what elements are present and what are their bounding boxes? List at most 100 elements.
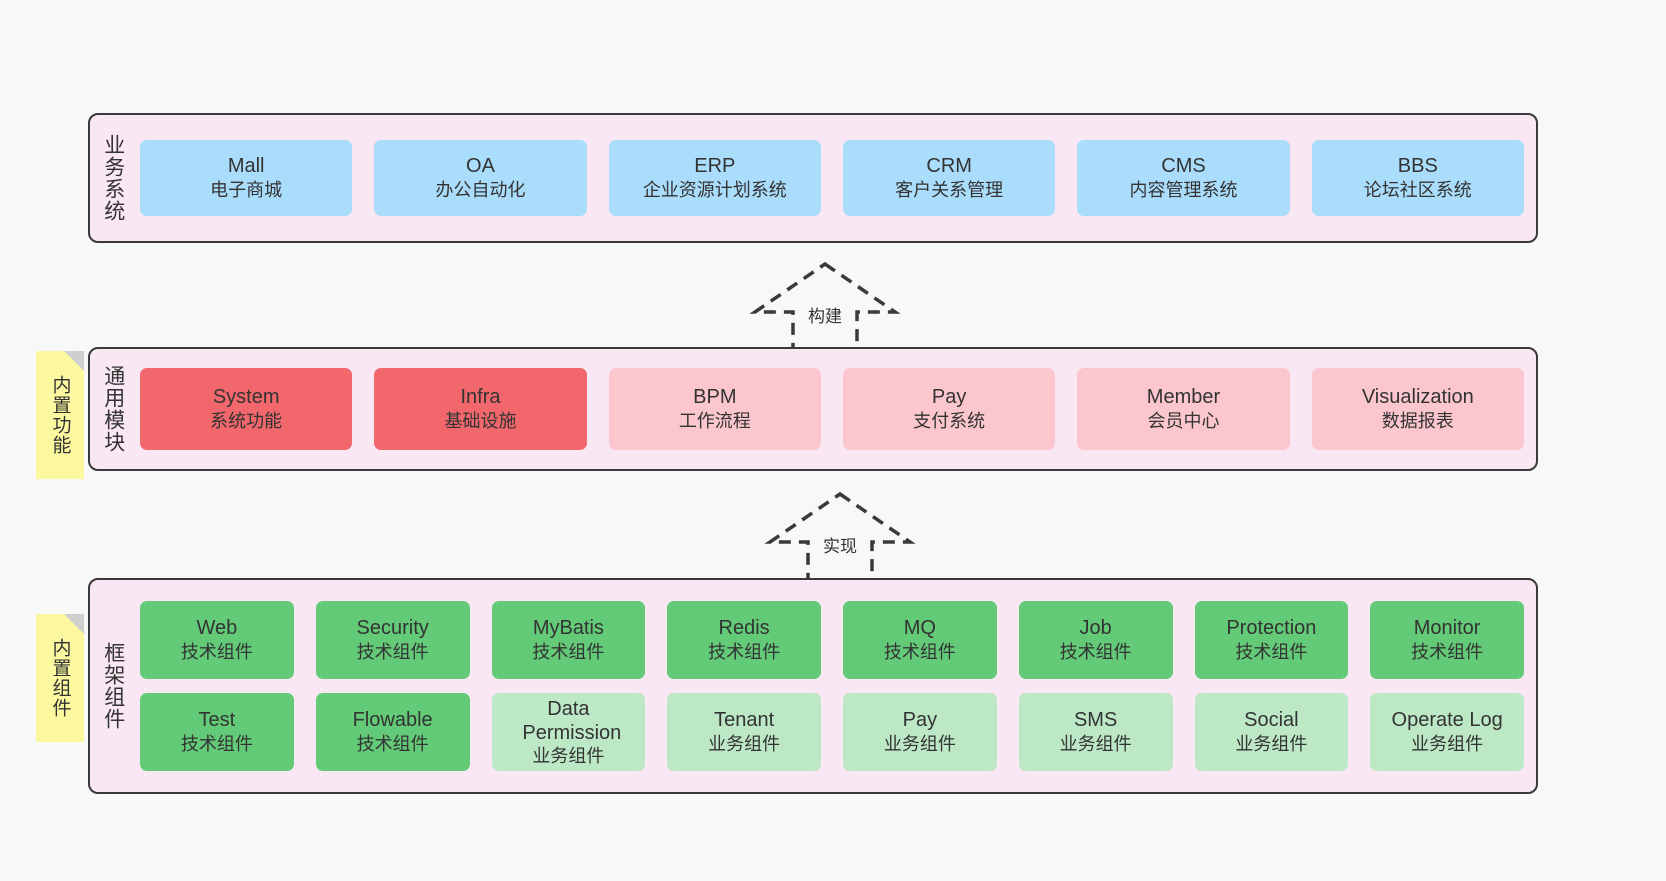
card-sms[interactable]: SMS 业务组件 (1018, 693, 1173, 771)
card-oa[interactable]: OA 办公自动化 (374, 140, 587, 216)
card-operate-log-subtitle: 业务组件 (1411, 734, 1484, 755)
card-protection-subtitle: 技术组件 (1235, 642, 1308, 663)
card-cms-subtitle: 内容管理系统 (1129, 180, 1238, 201)
card-redis-title: Redis (718, 617, 770, 640)
card-erp-title: ERP (694, 155, 736, 178)
card-operate-log[interactable]: Operate Log 业务组件 (1370, 693, 1524, 771)
card-web-title: Web (196, 617, 238, 640)
layer-business-body: Mall 电子商城 OA 办公自动化 ERP 企业资源计划系统 CRM 客户关系… (136, 115, 1536, 241)
card-redis[interactable]: Redis 技术组件 (667, 601, 821, 679)
card-crm[interactable]: CRM 客户关系管理 (842, 140, 1056, 216)
note-builtin-components: 内置组件 (36, 614, 84, 742)
framework-row-2: Test 技术组件 Flowable 技术组件 Data Permission … (140, 693, 1524, 771)
card-redis-subtitle: 技术组件 (708, 642, 781, 663)
card-member-subtitle: 会员中心 (1147, 411, 1220, 432)
card-mq[interactable]: MQ 技术组件 (843, 601, 997, 679)
business-card-row: Mall 电子商城 OA 办公自动化 ERP 企业资源计划系统 CRM 客户关系… (140, 140, 1524, 216)
card-monitor-title: Monitor (1413, 617, 1481, 640)
card-pay-module-title: Pay (931, 386, 967, 409)
note-builtin-features-label: 内置功能 (49, 375, 71, 455)
card-web-subtitle: 技术组件 (180, 642, 253, 663)
card-erp-subtitle: 企业资源计划系统 (642, 180, 787, 201)
note-builtin-components-label: 内置组件 (49, 638, 71, 718)
card-web[interactable]: Web 技术组件 (140, 601, 294, 679)
card-pay-component-title: Pay (902, 709, 938, 732)
card-job-subtitle: 技术组件 (1059, 642, 1132, 663)
card-tenant[interactable]: Tenant 业务组件 (667, 693, 821, 771)
card-bpm-subtitle: 工作流程 (678, 411, 751, 432)
card-bbs-title: BBS (1397, 155, 1438, 178)
card-mybatis[interactable]: MyBatis 技术组件 (491, 601, 646, 679)
card-sms-subtitle: 业务组件 (1059, 734, 1132, 755)
card-flowable-title: Flowable (352, 709, 433, 732)
card-test-title: Test (198, 709, 236, 732)
card-visualization[interactable]: Visualization 数据报表 (1311, 368, 1524, 450)
card-oa-title: OA (466, 155, 495, 178)
card-system-title: System (212, 386, 280, 409)
card-flowable[interactable]: Flowable 技术组件 (315, 693, 470, 771)
card-social-title: Social (1244, 709, 1299, 732)
arrow-implement-label: 实现 (823, 537, 857, 556)
card-erp[interactable]: ERP 企业资源计划系统 (608, 140, 821, 216)
layer-framework-title: 框架组件 (101, 642, 125, 730)
card-mall[interactable]: Mall 电子商城 (140, 140, 353, 216)
card-system-subtitle: 系统功能 (210, 411, 283, 432)
card-job-title: Job (1079, 617, 1112, 640)
arrow-build: 构建 (745, 258, 905, 353)
card-data-permission-subtitle: 业务组件 (532, 745, 605, 766)
card-pay-component-subtitle: 业务组件 (883, 734, 956, 755)
card-operate-log-title: Operate Log (1391, 709, 1503, 732)
card-pay-module[interactable]: Pay 支付系统 (842, 368, 1056, 450)
card-mybatis-subtitle: 技术组件 (532, 642, 605, 663)
card-mall-title: Mall (227, 155, 265, 178)
card-crm-subtitle: 客户关系管理 (895, 180, 1004, 201)
card-bpm-title: BPM (693, 386, 737, 409)
arrow-implement-glyph (764, 491, 916, 582)
layer-common-title: 通用模块 (101, 365, 125, 453)
card-monitor[interactable]: Monitor 技术组件 (1370, 601, 1524, 679)
card-crm-title: CRM (926, 155, 972, 178)
card-protection-title: Protection (1226, 617, 1317, 640)
card-mq-subtitle: 技术组件 (883, 642, 956, 663)
card-pay-module-subtitle: 支付系统 (913, 411, 986, 432)
card-bbs[interactable]: BBS 论坛社区系统 (1311, 140, 1524, 216)
card-sms-title: SMS (1073, 709, 1118, 732)
framework-row-1: Web 技术组件 Security 技术组件 MyBatis 技术组件 Redi… (140, 601, 1524, 679)
card-cms-title: CMS (1161, 155, 1206, 178)
arrow-build-label: 构建 (808, 307, 842, 326)
card-system[interactable]: System 系统功能 (140, 368, 353, 450)
card-data-permission-title: Data Permission (522, 697, 622, 744)
card-data-permission[interactable]: Data Permission 业务组件 (491, 693, 646, 771)
layer-common-body: System 系统功能 Infra 基础设施 BPM 工作流程 Pay 支付系统… (136, 349, 1536, 469)
card-protection[interactable]: Protection 技术组件 (1194, 601, 1349, 679)
card-infra-subtitle: 基础设施 (444, 411, 517, 432)
card-monitor-subtitle: 技术组件 (1411, 642, 1484, 663)
card-security[interactable]: Security 技术组件 (315, 601, 470, 679)
common-card-row: System 系统功能 Infra 基础设施 BPM 工作流程 Pay 支付系统… (140, 368, 1524, 450)
arrow-implement: 实现 (760, 488, 920, 583)
card-visualization-subtitle: 数据报表 (1381, 411, 1454, 432)
card-cms[interactable]: CMS 内容管理系统 (1077, 140, 1290, 216)
card-infra-title: Infra (460, 386, 501, 409)
card-social[interactable]: Social 业务组件 (1194, 693, 1349, 771)
card-pay-component[interactable]: Pay 业务组件 (843, 693, 997, 771)
card-member[interactable]: Member 会员中心 (1077, 368, 1290, 450)
card-bbs-subtitle: 论坛社区系统 (1363, 180, 1472, 201)
layer-framework-component: 框架组件 Web 技术组件 Security 技术组件 MyBatis 技术组件… (88, 578, 1538, 794)
card-tenant-subtitle: 业务组件 (708, 734, 781, 755)
layer-framework-body: Web 技术组件 Security 技术组件 MyBatis 技术组件 Redi… (136, 580, 1536, 792)
layer-common-module: 通用模块 System 系统功能 Infra 基础设施 BPM 工作流程 Pay (88, 347, 1538, 471)
card-social-subtitle: 业务组件 (1235, 734, 1308, 755)
card-job[interactable]: Job 技术组件 (1018, 601, 1173, 679)
card-mybatis-title: MyBatis (532, 617, 604, 640)
card-flowable-subtitle: 技术组件 (356, 734, 429, 755)
card-test[interactable]: Test 技术组件 (140, 693, 294, 771)
layer-business-title: 业务系统 (101, 134, 125, 222)
arrow-build-glyph (749, 261, 901, 352)
card-bpm[interactable]: BPM 工作流程 (608, 368, 821, 450)
layer-business-system: 业务系统 Mall 电子商城 OA 办公自动化 ERP 企业资源计划系统 CRM (88, 113, 1538, 243)
card-security-title: Security (356, 617, 429, 640)
card-infra[interactable]: Infra 基础设施 (374, 368, 587, 450)
card-visualization-title: Visualization (1361, 386, 1474, 409)
